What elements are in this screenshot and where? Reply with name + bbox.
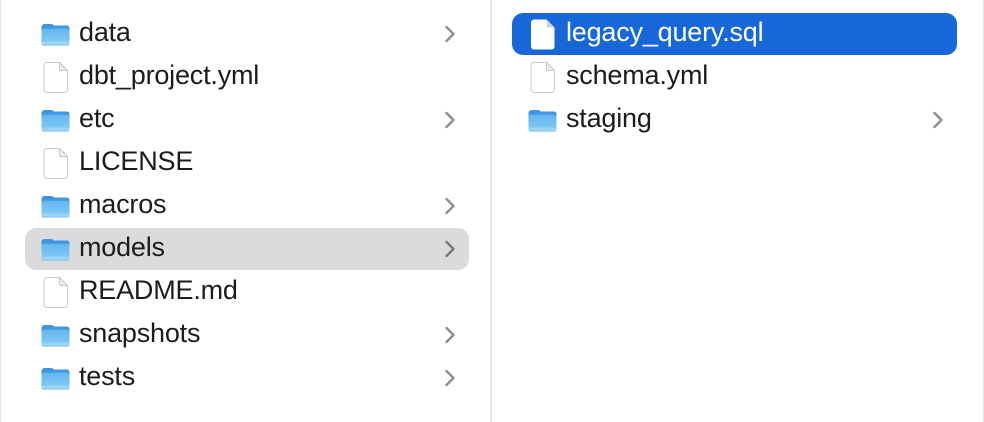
chevron-right-icon — [444, 368, 456, 388]
folder-icon — [38, 318, 72, 352]
folder-icon — [38, 232, 72, 266]
folder-icon — [38, 17, 72, 51]
row-license[interactable]: LICENSE — [25, 142, 469, 184]
item-label: data — [79, 17, 131, 47]
file-icon — [38, 146, 72, 180]
file-icon — [38, 275, 72, 309]
chevron-right-icon — [444, 239, 456, 259]
row-dbt-project-yml[interactable]: dbt_project.yml — [25, 56, 469, 98]
chevron-right-icon — [444, 110, 456, 130]
folder-icon — [38, 103, 72, 137]
row-macros[interactable]: macros — [25, 185, 469, 227]
folder-icon — [525, 103, 559, 137]
folder-icon — [38, 361, 72, 395]
chevron-right-icon — [444, 24, 456, 44]
item-label: LICENSE — [79, 146, 194, 176]
column-divider[interactable] — [490, 0, 492, 422]
file-icon — [38, 60, 72, 94]
row-staging[interactable]: staging — [512, 99, 957, 141]
row-legacy-query-sql[interactable]: legacy_query.sql — [512, 13, 957, 55]
item-label: models — [79, 232, 165, 262]
row-snapshots[interactable]: snapshots — [25, 314, 469, 356]
chevron-right-icon — [444, 196, 456, 216]
item-label: macros — [79, 189, 167, 219]
item-label: tests — [79, 361, 136, 391]
item-label: snapshots — [79, 318, 201, 348]
item-label: dbt_project.yml — [79, 60, 260, 90]
item-label: legacy_query.sql — [566, 17, 764, 47]
folder-icon — [38, 189, 72, 223]
row-etc[interactable]: etc — [25, 99, 469, 141]
file-icon — [525, 60, 559, 94]
row-data[interactable]: data — [25, 13, 469, 55]
column-project-root: data dbt_project.yml etc LICENSE macros … — [3, 0, 490, 422]
file-icon — [525, 17, 559, 51]
item-label: staging — [566, 103, 652, 133]
item-label: schema.yml — [566, 60, 709, 90]
item-label: README.md — [79, 275, 238, 305]
row-schema-yml[interactable]: schema.yml — [512, 56, 957, 98]
chevron-right-icon — [932, 110, 944, 130]
chevron-right-icon — [444, 325, 456, 345]
column-models-folder: legacy_query.sql schema.yml staging — [492, 0, 980, 422]
row-readme-md[interactable]: README.md — [25, 271, 469, 313]
row-models[interactable]: models — [25, 228, 469, 270]
row-tests[interactable]: tests — [25, 357, 469, 399]
item-label: etc — [79, 103, 115, 133]
